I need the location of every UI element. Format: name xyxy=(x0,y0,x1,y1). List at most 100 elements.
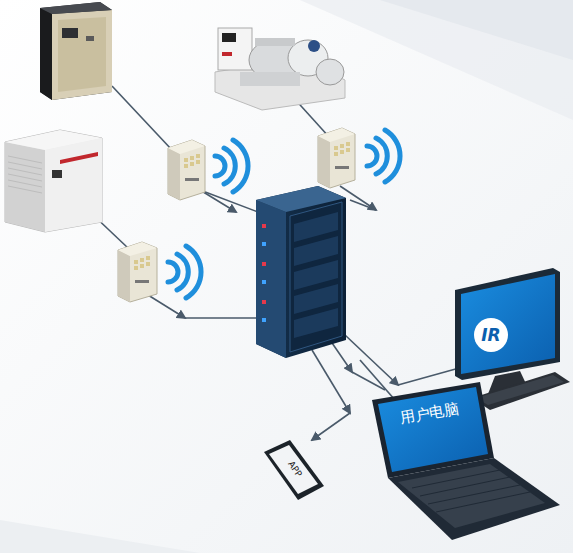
smartphone-part xyxy=(264,440,324,500)
server-rack-part xyxy=(262,242,266,322)
compressor-cabinet-part-part xyxy=(8,162,42,169)
centrifugal-compressor-part xyxy=(255,38,295,46)
wifi-symbol-part xyxy=(233,140,248,192)
compressor-cabinet-part xyxy=(58,17,106,92)
compressor-cabinet-part xyxy=(52,10,112,100)
gateway-box-part-part xyxy=(196,160,200,164)
node-text: 用户电脑 xyxy=(398,399,460,428)
gateway-box-part-part xyxy=(190,162,194,166)
gateway-box-part-part xyxy=(190,156,194,160)
compressor-cabinet-part-part xyxy=(8,156,42,163)
gateway-box-part-part xyxy=(340,144,344,148)
laptop-part-part xyxy=(420,477,510,496)
wires xyxy=(90,86,470,440)
compressor-cabinet-part xyxy=(40,2,112,14)
gateway-box-part xyxy=(334,142,350,156)
gateway-box-part xyxy=(168,140,205,200)
gateway-box-part xyxy=(168,140,205,154)
gateway-box-part xyxy=(184,154,200,168)
gateway-box-part-part xyxy=(140,258,144,262)
compressor-cabinet xyxy=(40,2,112,100)
wifi-symbol xyxy=(367,130,400,182)
centrifugal-compressor-part xyxy=(308,40,320,52)
wifi-symbol-part xyxy=(215,156,225,176)
wires-part xyxy=(112,86,172,150)
compressor-cabinet-part xyxy=(5,142,45,232)
centrifugal-compressor-part xyxy=(316,59,344,85)
gateway-box xyxy=(318,128,355,188)
wires-part xyxy=(200,190,258,212)
wires-part xyxy=(352,372,385,390)
server-rack-part-part xyxy=(262,280,266,284)
wifi-symbol xyxy=(168,246,201,298)
gateway-box-part-part xyxy=(134,266,138,270)
gateway-box-part-part xyxy=(334,146,338,150)
server-rack-part xyxy=(290,202,342,352)
node-text: APP xyxy=(286,459,304,479)
gateway-box-part xyxy=(318,136,330,188)
background-part xyxy=(380,0,573,60)
keyboard-part xyxy=(472,372,570,410)
laptop-part xyxy=(388,458,560,540)
wires-part xyxy=(360,360,395,400)
compressor-cabinet-part xyxy=(86,36,94,41)
gateway-box-part-part xyxy=(184,158,188,162)
compressor-cabinet-part xyxy=(5,130,102,150)
gateway-box-part-part xyxy=(346,148,350,152)
gateway-box-part xyxy=(118,242,157,256)
gateway-box-part xyxy=(185,178,199,181)
brand-logo: IR xyxy=(474,318,508,352)
compressor-cabinet-part xyxy=(45,138,102,232)
wires-part xyxy=(312,350,350,413)
gateway-box-part-part xyxy=(140,264,144,268)
wires-part xyxy=(350,200,376,210)
server-rack-part-part xyxy=(294,212,338,242)
compressor-cabinet-part-part xyxy=(8,186,42,193)
gateway-box-part xyxy=(168,148,180,200)
gateway-box-part xyxy=(318,128,355,188)
laptop-part-part xyxy=(428,485,520,504)
compressor-cabinet xyxy=(5,130,102,232)
server-rack xyxy=(256,186,346,358)
gateway-box-part-part xyxy=(346,142,350,146)
compressor-cabinet-part-part xyxy=(8,168,42,175)
laptop-part-part xyxy=(436,492,530,512)
keyboard-part xyxy=(476,375,564,405)
compressor-cabinet-part-part xyxy=(8,180,42,187)
wires-part xyxy=(345,335,398,385)
server-rack-part-part xyxy=(262,262,266,266)
gateway-box-part xyxy=(318,128,355,142)
server-rack-part-part xyxy=(294,308,338,338)
server-rack-part-part xyxy=(294,260,338,290)
background-part xyxy=(300,0,573,120)
server-rack-part-part xyxy=(262,242,266,246)
server-rack-part-part xyxy=(262,300,266,304)
server-rack-part-part xyxy=(262,224,266,228)
centrifugal-compressor-part xyxy=(222,33,236,42)
laptop-part xyxy=(398,464,545,528)
gateway-box-part-part xyxy=(134,260,138,264)
laptop-part xyxy=(378,387,488,472)
keyboard xyxy=(472,372,570,410)
gateway-box-part-part xyxy=(184,164,188,168)
wifi-symbol-part xyxy=(186,246,201,298)
gateway-box-part xyxy=(118,250,130,302)
server-rack-part xyxy=(256,186,346,358)
wires-part xyxy=(330,340,352,372)
server-rack-part-part xyxy=(262,318,266,322)
gateway-box-part-part xyxy=(334,152,338,156)
centrifugal-compressor-part xyxy=(222,52,232,56)
wifi-symbol-part xyxy=(385,130,400,182)
desktop-monitor xyxy=(455,268,560,394)
server-rack-part-part xyxy=(294,284,338,314)
server-rack-part xyxy=(262,224,266,304)
gateway-box-part-part xyxy=(146,256,150,260)
wifi-symbol-part xyxy=(367,146,377,166)
gateway-box-part xyxy=(335,166,349,169)
compressor-cabinet-part xyxy=(62,28,78,38)
wifi-symbol-part xyxy=(168,262,178,282)
